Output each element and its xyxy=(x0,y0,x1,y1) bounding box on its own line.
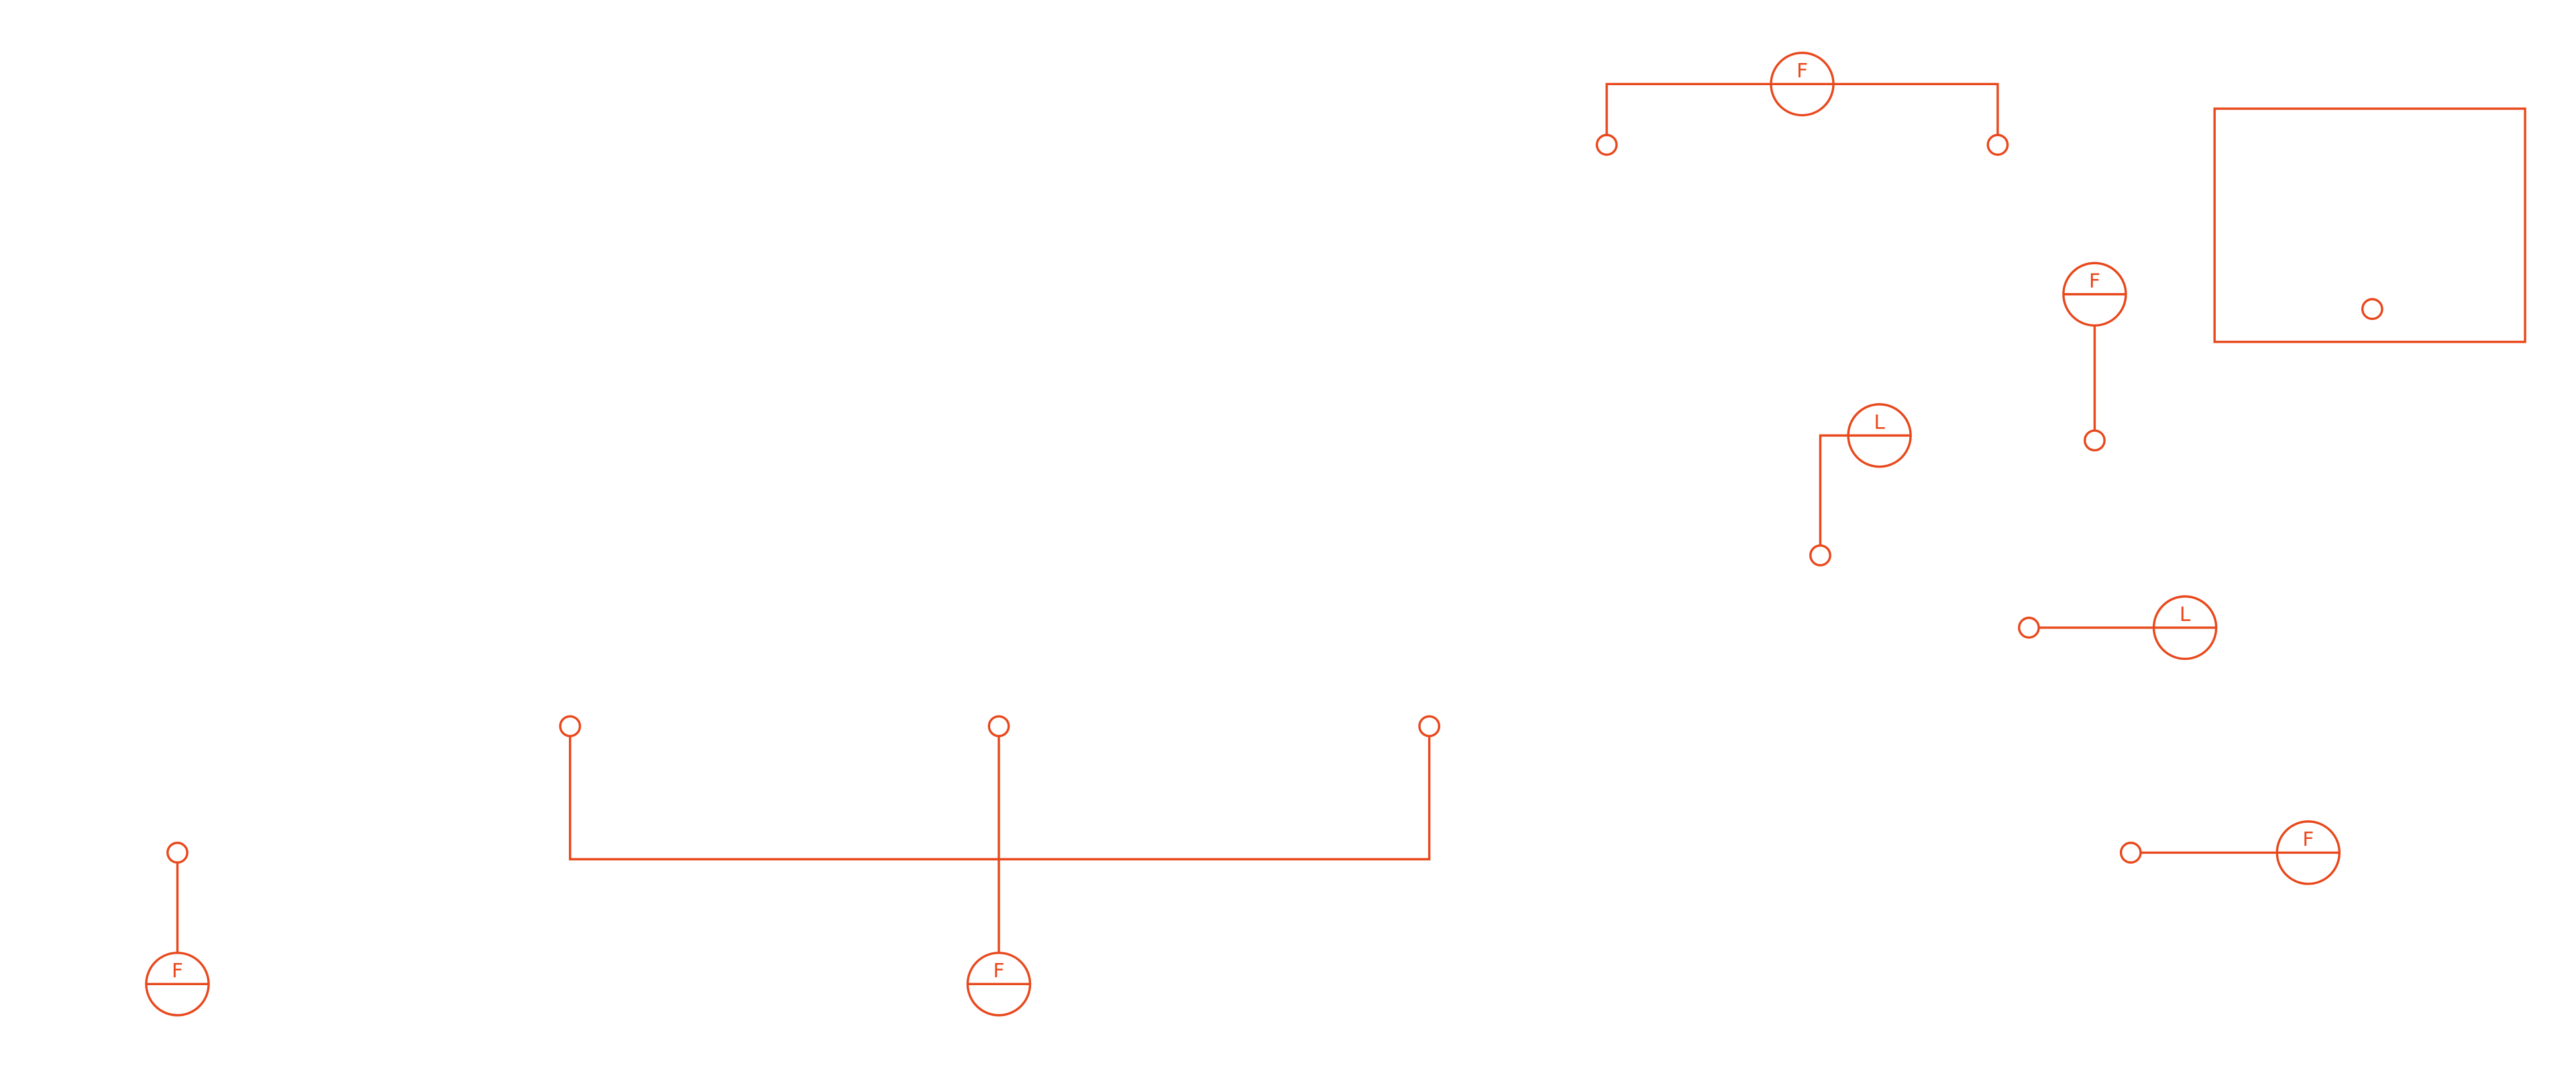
connection-node xyxy=(2018,616,2040,639)
connection-node xyxy=(1595,133,1618,156)
symbol-label: F xyxy=(1796,60,1808,82)
connection-node xyxy=(1986,133,2009,156)
symbol-label: F xyxy=(994,960,1005,982)
connection-node xyxy=(2084,429,2106,452)
symbol-bottom-group: F xyxy=(966,952,1032,1017)
symbol-right-vertical: F xyxy=(2062,262,2127,327)
connection-node xyxy=(2361,298,2383,321)
enclosure-box xyxy=(2213,107,2526,343)
symbol-right-horizontal-f: F xyxy=(2275,820,2341,885)
connection-node xyxy=(987,715,1010,738)
connection-node xyxy=(1418,715,1441,738)
symbol-label: F xyxy=(2089,270,2100,292)
symbol-label: L xyxy=(1874,411,1885,434)
symbol-label: F xyxy=(172,960,183,982)
symbol-right-horizontal-l: L xyxy=(2152,595,2218,661)
connection-node xyxy=(2119,842,2142,864)
connection-node xyxy=(1809,544,1831,567)
connection-node xyxy=(559,715,582,738)
symbol-mid-corner: L xyxy=(1847,403,1912,468)
symbol-label: L xyxy=(2180,603,2191,626)
symbol-label: F xyxy=(2302,828,2314,851)
symbol-left-vertical: F xyxy=(145,952,210,1017)
connection-node xyxy=(166,842,189,864)
symbol-top-group: F xyxy=(1770,52,1835,117)
